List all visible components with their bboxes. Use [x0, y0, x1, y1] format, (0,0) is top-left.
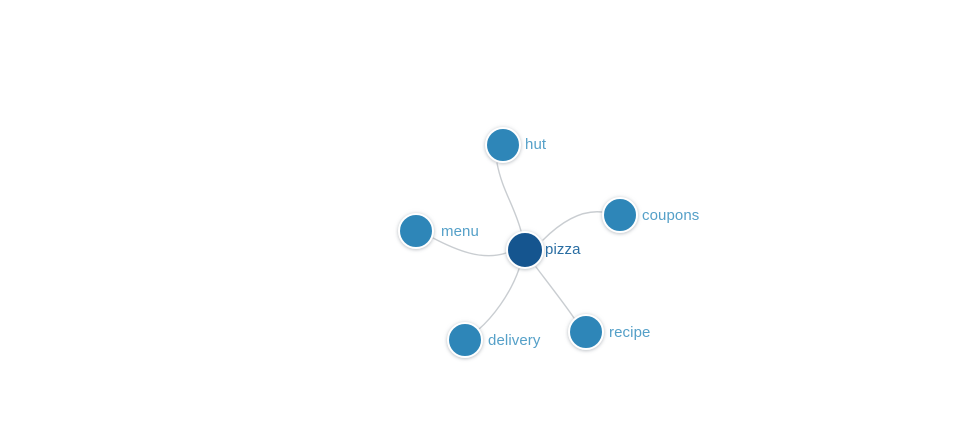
graph-node-coupons[interactable] — [602, 197, 638, 233]
graph-node-label-pizza[interactable]: pizza — [545, 241, 581, 258]
graph-node-label-delivery[interactable]: delivery — [488, 332, 541, 349]
graph-edge-pizza-recipe — [535, 266, 575, 319]
graph-node-label-hut[interactable]: hut — [525, 136, 547, 153]
graph-edge-pizza-delivery — [477, 268, 520, 331]
graph-node-hut[interactable] — [485, 127, 521, 163]
graph-node-label-menu[interactable]: menu — [441, 223, 479, 240]
graph-node-pizza[interactable] — [506, 231, 544, 269]
graph-edge-pizza-coupons — [542, 211, 603, 241]
graph-node-label-coupons[interactable]: coupons — [642, 207, 700, 224]
graph-node-menu[interactable] — [398, 213, 434, 249]
graph-node-recipe[interactable] — [568, 314, 604, 350]
graph-node-delivery[interactable] — [447, 322, 483, 358]
graph-node-label-recipe[interactable]: recipe — [609, 324, 651, 341]
graph-edge-pizza-hut — [496, 162, 522, 232]
graph-edge-pizza-menu — [432, 237, 507, 257]
